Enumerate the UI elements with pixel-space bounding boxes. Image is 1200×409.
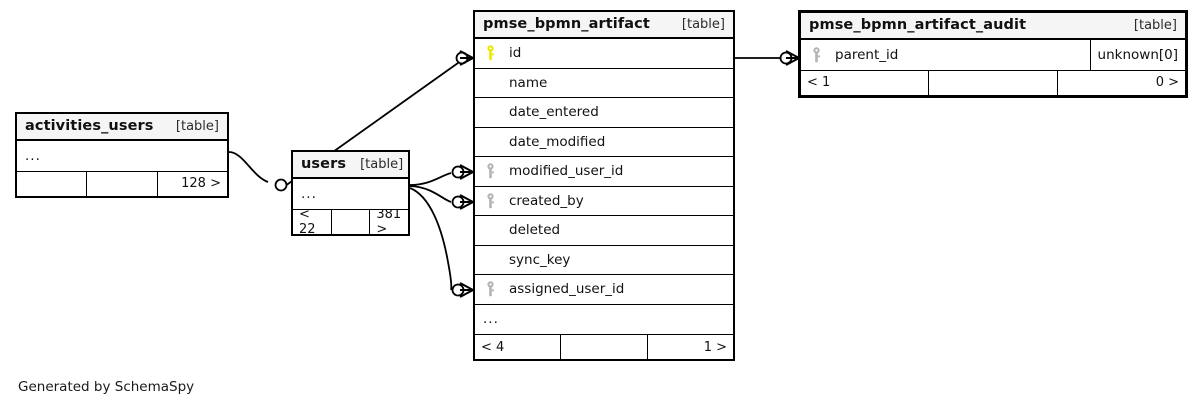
table-row[interactable]: name — [475, 69, 733, 98]
column-list: id name date_entered date_modified — [475, 39, 733, 334]
column-name: created_by — [509, 192, 584, 209]
column-name: ... — [25, 147, 41, 164]
column-type: unknown[0] — [1089, 40, 1185, 70]
column-list: parent_id unknown[0] — [801, 40, 1185, 70]
footer-child-count: 1 > — [703, 339, 727, 355]
column-name: ... — [301, 185, 317, 202]
table-row[interactable]: modified_user_id — [475, 157, 733, 187]
footer-parent-count: < 1 — [801, 70, 930, 95]
table-header-users: users [table] — [293, 152, 408, 179]
table-row[interactable]: date_entered — [475, 98, 733, 128]
column-name: parent_id — [835, 46, 899, 63]
column-name: id — [509, 45, 522, 62]
footer-parent-count: < 4 — [475, 335, 562, 359]
table-pmse_bpmn_artifact_audit[interactable]: pmse_bpmn_artifact_audit [table] parent_… — [798, 10, 1188, 98]
table-footer-counts: < 1 0 > — [801, 69, 1185, 95]
table-type-tag: [table] — [175, 118, 219, 134]
footer-parent-count — [17, 171, 88, 196]
table-type-tag: [table] — [1133, 17, 1177, 33]
table-type-tag: [table] — [681, 16, 725, 32]
table-name: pmse_bpmn_artifact_audit — [809, 17, 1027, 33]
table-header-pmse_bpmn_artifact_audit: pmse_bpmn_artifact_audit [table] — [801, 13, 1185, 40]
foreign-key-icon — [475, 163, 505, 179]
table-pmse_bpmn_artifact[interactable]: pmse_bpmn_artifact [table] id name — [473, 10, 735, 361]
table-users[interactable]: users [table] ... < 22 381 > — [291, 150, 410, 236]
table-row[interactable]: ... — [475, 305, 733, 335]
foreign-key-icon — [475, 193, 505, 209]
footer-middle-cell — [87, 171, 158, 196]
column-name: modified_user_id — [509, 163, 624, 180]
column-name: name — [509, 74, 548, 91]
table-row[interactable]: ... — [293, 179, 408, 209]
primary-key-icon — [475, 45, 505, 61]
column-name: deleted — [509, 222, 561, 239]
edge-users-to-modified_user_id — [409, 163, 475, 186]
table-row[interactable]: parent_id unknown[0] — [801, 40, 1185, 70]
table-name: users — [301, 156, 347, 172]
table-footer-counts: < 4 1 > — [475, 334, 733, 359]
foreign-key-icon — [801, 47, 831, 63]
table-row[interactable]: date_modified — [475, 128, 733, 157]
table-header-pmse_bpmn_artifact: pmse_bpmn_artifact [table] — [475, 12, 733, 39]
table-header-activities_users: activities_users [table] — [17, 114, 227, 141]
table-row[interactable]: created_by — [475, 187, 733, 216]
table-footer-counts: < 22 381 > — [293, 208, 408, 234]
table-activities_users[interactable]: activities_users [table] ... 128 > — [15, 112, 229, 198]
column-name: sync_key — [509, 251, 571, 268]
table-row[interactable]: deleted — [475, 216, 733, 246]
column-name: ... — [483, 311, 499, 328]
table-name: activities_users — [25, 118, 154, 134]
table-row[interactable]: assigned_user_id — [475, 275, 733, 305]
table-name: pmse_bpmn_artifact — [483, 16, 650, 32]
table-footer-counts: 128 > — [17, 170, 227, 196]
footer-child-count: 381 > — [376, 209, 402, 234]
column-name: assigned_user_id — [509, 281, 625, 298]
footer-middle-cell — [332, 209, 371, 234]
table-row[interactable]: ... — [17, 141, 227, 171]
column-name: date_entered — [509, 104, 599, 121]
edge-users-to-created_by — [409, 185, 475, 211]
table-type-tag: [table] — [360, 156, 404, 172]
footer-middle-cell — [929, 70, 1058, 95]
table-row[interactable]: id — [475, 39, 733, 69]
footer-child-count: 128 > — [181, 176, 221, 191]
table-row[interactable]: sync_key — [475, 246, 733, 275]
column-list: ... — [293, 179, 408, 209]
edge-users-to-assigned_user_id — [409, 187, 475, 299]
column-list: ... — [17, 141, 227, 171]
column-name: date_modified — [509, 133, 606, 150]
foreign-key-icon — [475, 281, 505, 297]
edge-pmse_bpmn_artifact-to-audit — [735, 49, 801, 67]
footer-child-count: 0 > — [1155, 75, 1179, 90]
footer-middle-cell — [561, 335, 648, 359]
generated-by-credit: Generated by SchemaSpy — [18, 379, 195, 395]
footer-parent-count: < 22 — [293, 209, 332, 234]
